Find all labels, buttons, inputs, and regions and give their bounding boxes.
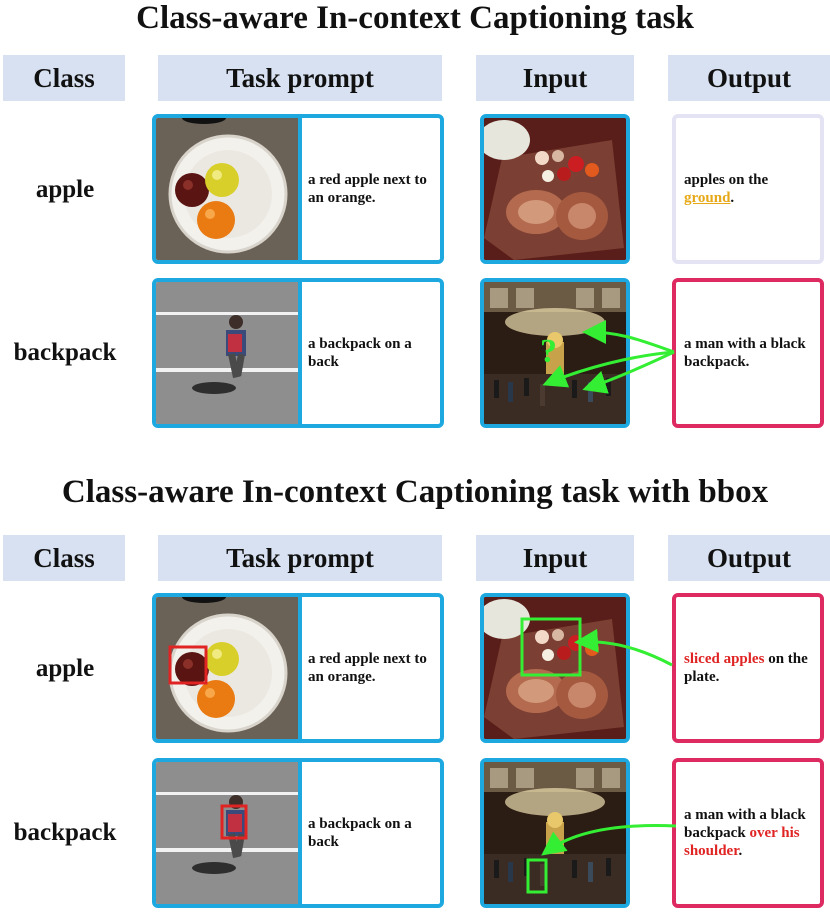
class-label-backpack: backpack bbox=[13, 339, 117, 366]
task-prompt-card: a red apple next to an orange. bbox=[152, 593, 444, 743]
output-text-end: . bbox=[730, 190, 735, 206]
class-label-backpack: backpack bbox=[13, 819, 117, 846]
header-class: Class bbox=[3, 535, 125, 581]
header-input: Input bbox=[476, 55, 634, 101]
prompt-image-fruit-plate bbox=[156, 597, 302, 739]
section-title: Class-aware In-context Captioning task bbox=[136, 0, 694, 36]
bbox-backpack bbox=[220, 804, 248, 840]
task-prompt-card: a red apple next to an orange. bbox=[152, 114, 444, 264]
class-label-apple: apple bbox=[35, 176, 95, 203]
bbox-backpack-person bbox=[526, 858, 548, 894]
header-output: Output bbox=[668, 55, 830, 101]
output-text: apples on the bbox=[684, 172, 769, 188]
output-text: a man with a black backpack bbox=[684, 807, 806, 841]
task-prompt-card: a backpack on a back bbox=[152, 278, 444, 428]
output-highlight: ground bbox=[684, 190, 731, 206]
output-highlight: over his shoulder bbox=[684, 825, 800, 859]
header-class: Class bbox=[3, 55, 125, 101]
header-task-prompt: Task prompt bbox=[158, 55, 442, 101]
input-image-food-plate bbox=[480, 593, 630, 743]
input-image-food-plate bbox=[480, 114, 630, 264]
prompt-caption: a backpack on a back bbox=[308, 816, 412, 850]
output-caption-card: apples on the ground. bbox=[672, 114, 824, 264]
output-text: a man with a black backpack. bbox=[684, 336, 806, 370]
prompt-caption: a red apple next to an orange. bbox=[308, 651, 427, 685]
input-image-station-hall bbox=[480, 758, 630, 908]
prompt-image-runner bbox=[156, 762, 302, 904]
output-caption-card: sliced apples on the plate. bbox=[672, 593, 824, 743]
header-task-prompt: Task prompt bbox=[158, 535, 442, 581]
bbox-apple bbox=[168, 645, 208, 685]
task-prompt-card: a backpack on a back bbox=[152, 758, 444, 908]
output-highlight: sliced apples bbox=[684, 651, 765, 667]
section-title: Class-aware In-context Captioning task w… bbox=[61, 474, 769, 510]
prompt-image-runner bbox=[156, 282, 302, 424]
prompt-caption: a backpack on a back bbox=[308, 336, 412, 370]
output-text-end: on the plate. bbox=[684, 651, 808, 685]
class-label-apple: apple bbox=[35, 655, 95, 682]
prompt-image-fruit-plate bbox=[156, 118, 302, 260]
prompt-caption: a red apple next to an orange. bbox=[308, 172, 427, 206]
header-input: Input bbox=[476, 535, 634, 581]
output-text-end: . bbox=[738, 843, 743, 859]
input-image-station-hall bbox=[480, 278, 630, 428]
output-caption-card: a man with a black backpack. bbox=[672, 278, 824, 428]
output-caption-card: a man with a black backpack over his sho… bbox=[672, 758, 824, 908]
header-output: Output bbox=[668, 535, 830, 581]
